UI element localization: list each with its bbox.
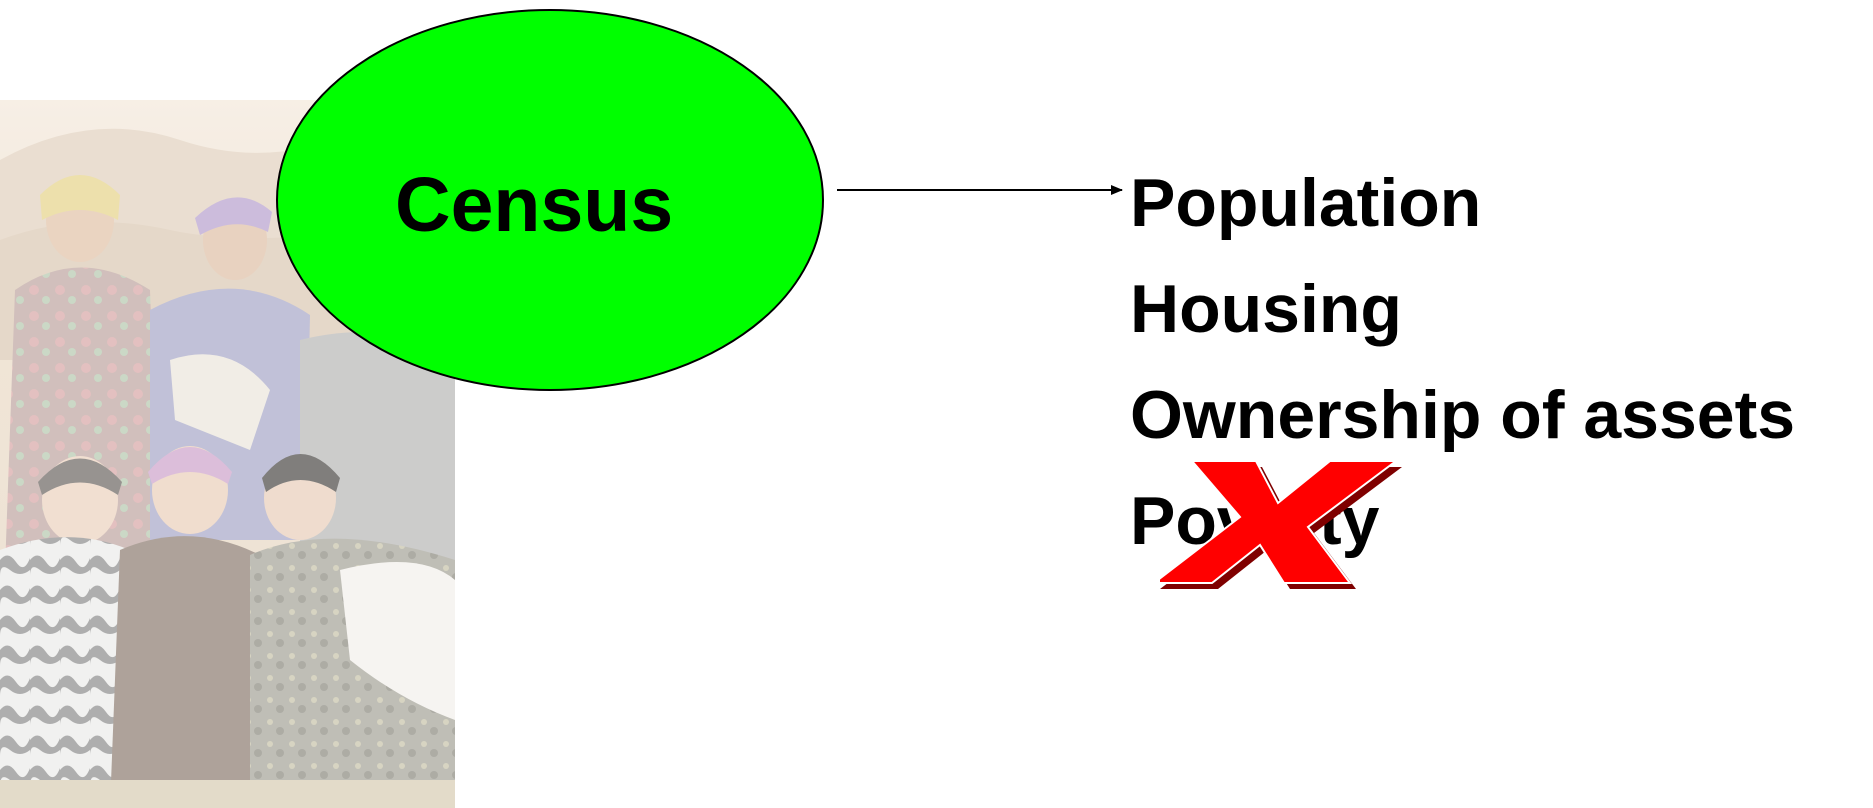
output-item-ownership-of-assets: Ownership of assets [1130,377,1796,453]
red-x-icon [1160,460,1402,589]
census-node-label: Census [395,162,674,248]
output-item-housing: Housing [1130,271,1402,347]
census-node [276,9,824,391]
output-item-population: Population [1130,165,1482,241]
